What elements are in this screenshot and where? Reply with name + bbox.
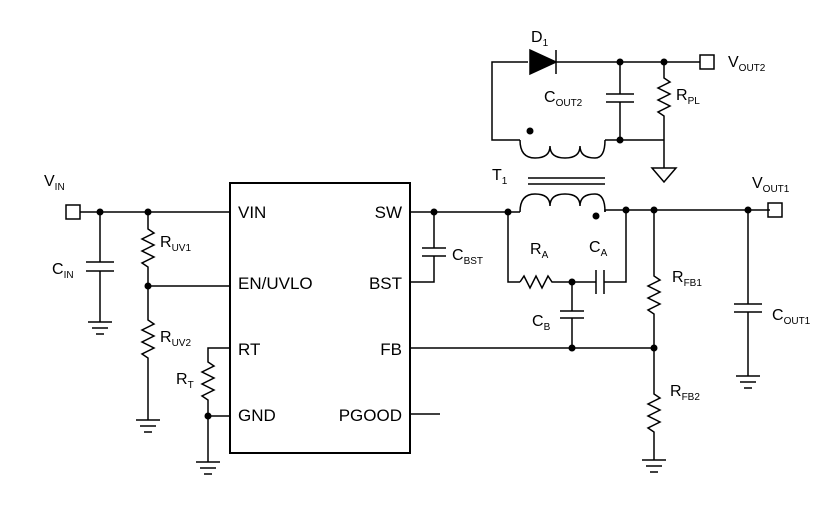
- vout2-terminal: [699, 54, 715, 70]
- rt-resistor: [200, 347, 230, 416]
- cbst-capacitor: [410, 212, 446, 283]
- ra-left-wire: [507, 212, 520, 283]
- pin-en-uvlo: EN/UVLO: [238, 274, 313, 293]
- cout2-capacitor: [606, 62, 634, 140]
- label-cbst: CBST: [452, 247, 483, 267]
- label-ruv1: RUV1: [160, 234, 191, 254]
- label-cout2: COUT2: [544, 89, 583, 109]
- pin-rt: RT: [238, 340, 260, 359]
- label-vout2: VOUT2: [728, 54, 766, 74]
- label-rfb1: RFB1: [672, 269, 702, 289]
- secondary-return-wire: [491, 61, 528, 141]
- ruv1-resistor: [140, 212, 156, 286]
- transformer-t1: [519, 139, 606, 213]
- label-ca: CA: [589, 239, 608, 259]
- vout1-wire: [604, 209, 770, 212]
- label-d1: D1: [531, 29, 549, 49]
- rfb1-resistor: [646, 212, 662, 348]
- junction-dots: [96, 58, 752, 420]
- label-rfb2: RFB2: [670, 383, 700, 403]
- rfb2-resistor: [642, 348, 666, 473]
- cout1-capacitor: [734, 212, 762, 389]
- converter-ic: [229, 182, 411, 454]
- label-vout1: VOUT1: [752, 175, 790, 195]
- label-ra: RA: [530, 241, 549, 261]
- gnd-wire: [207, 415, 230, 462]
- label-cin: CIN: [52, 261, 74, 281]
- label-rt: RT: [176, 371, 194, 391]
- rpl-resistor: [650, 62, 678, 184]
- label-t1: T1: [492, 167, 508, 187]
- pin-sw: SW: [375, 203, 402, 222]
- vin-terminal: [65, 204, 81, 220]
- cin-capacitor: [86, 212, 114, 335]
- polarity-dot-primary: [592, 212, 600, 220]
- ruv2-resistor: [136, 286, 160, 433]
- label-cout1: COUT1: [772, 307, 811, 327]
- label-vin: VIN: [44, 173, 65, 193]
- pin-bst: BST: [369, 274, 402, 293]
- label-cb: CB: [532, 313, 551, 333]
- pin-vin: VIN: [238, 203, 266, 222]
- label-rpl: RPL: [676, 87, 700, 107]
- cb-capacitor: [560, 282, 584, 348]
- vout1-terminal: [767, 202, 783, 218]
- ca-capacitor: [595, 212, 627, 294]
- d1-diode: [529, 48, 558, 76]
- polarity-dot-secondary: [526, 127, 534, 135]
- pin-fb: FB: [380, 340, 402, 359]
- ra-resistor: [519, 274, 596, 290]
- pin-pgood: PGOOD: [339, 406, 402, 425]
- label-ruv2: RUV2: [160, 329, 191, 349]
- ic-ground-symbol: [196, 461, 220, 475]
- pin-gnd: GND: [238, 406, 276, 425]
